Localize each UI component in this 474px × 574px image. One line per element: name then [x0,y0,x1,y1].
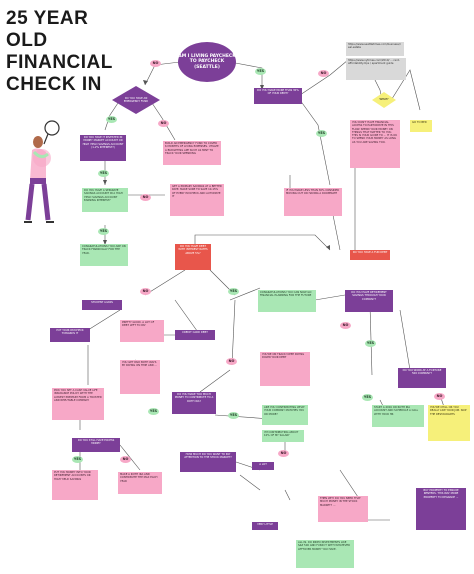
on-track-debt: YOU'RE ON TRACK! KEEP PAYING DOWN YOUR D… [260,352,310,386]
answer-yes: YES [228,288,239,295]
separate-savings-question: DO YOU HAVE A SEPARATE SAVINGS ACCOUNT I… [82,188,128,212]
chill-job: YOU'RE CHILL OR YOU REALLY LIKE YOUR JOB… [428,405,470,441]
what-decision: WHAT? [372,92,396,108]
retirement-accounts-advice: PUT YOU MONEY INTO YOUR RETIREMENT ACCOU… [52,470,98,500]
life-insurance: PICK YOU SET A CASH VALUE LIFE INSURANCE… [52,388,104,420]
get-savings-advice: GET A PRIMARY SAVINGS AT A BETTER RATE. … [170,184,224,216]
build-roth: MAKE A ROTH IRA AND CONTRIBUTE THE MAX E… [118,472,162,494]
answer-no: NO [318,70,329,77]
answer-yes: YES [98,170,109,177]
debt-question: DO YOU HAVE DEBT WITH INTEREST RATES ABO… [175,244,211,270]
buy-property: BUY PROPERTY TO ENSURE RENTERS. THIS WAY… [416,488,466,530]
answer-yes: YES [316,130,327,137]
answer-no: NO [278,450,289,457]
student-loans: STUDENT LOANS [82,300,122,310]
pretty-good: PRETTY GOOD. A LOT OF DEBT LEFT TO PAY [120,320,164,342]
answer-yes: YES [106,116,117,123]
answer-yes: YES [255,68,266,75]
fun-debt: DO YOU HAVE A FUN DEBT [350,250,390,260]
contributing-amount: I'M CONTRIBUTING ABOUT 10% OF MY SALARY [262,430,304,442]
all-in-index: ALL IN. DO INDEX INVESTMENTS LIKE S&P 50… [296,540,354,568]
rent-question: DO YOU MAKE MORE THAN 30% OF YOUR RENT? [254,88,302,104]
work-at-fortune: DO YOU WORK AT A FORTUNE 500 COMPANY? [398,368,446,388]
answer-yes: YES [148,408,159,415]
person-illustration [24,120,60,223]
article-links: https://www.nytimes.com/2019/ ... rent-a… [346,58,406,80]
very-little: VERY LITTLE [252,522,278,530]
excess-money-question: DO YOU STILL HAVE EXCESS MONEY [72,438,120,452]
then-why-advice: THEN WHY DO YOU NEED THAT MUCH MONEY IN … [318,496,368,522]
contribute-roth-question: DO YOU MAKE TOO MUCH MONEY TO CONTRIBUTE… [172,392,216,414]
start-node: AM I LIVING PAYCHECK TO PAYCHECK (SEATTL… [178,42,236,82]
contributing-match: ARE YOU CONTRIBUTING WHAT YOUR COMPANY M… [262,405,308,425]
answer-yes: YES [98,228,109,235]
credit-card-debt: CREDIT CARD DEBT [175,330,215,340]
congratulations-on-track: CONGRATULATIONS! YOU ARE ON TRACK FINANC… [80,244,128,266]
seattle-times-link: https://www.seattletimes.com/business/re… [346,42,404,56]
answer-yes: YES [365,340,376,347]
retirement-question: DO YOU HAVE RETIREMENT SAVINGS THROUGH Y… [345,290,393,312]
answer-no: NO [140,194,151,201]
pay-off-debt: YOU GET PAID BOTH WAYS BY PAYING ON TIME… [120,360,160,394]
title-line-4: CHECK IN [6,74,102,95]
answer-yes: YES [228,412,239,419]
a-lot: A LOT [252,462,274,470]
answer-no: NO [226,358,237,365]
answer-no: NO [120,456,131,463]
start-401k: START A 401K OR ROTH IRA ACCOUNT AND SCH… [372,405,424,427]
answer-no: NO [140,288,151,295]
answer-no: NO [340,322,351,329]
stock-market-question: HOW MUCH DO YOU WANT TO PAY ATTENTION TO… [180,452,236,472]
page-title: 25 YEAR OLD FINANCIAL CHECK IN [6,8,113,96]
answer-no: NO [158,120,169,127]
dont-think-advice: YOU DON'T HAVE FINANCIAL ACCESS TO PARTI… [350,120,400,168]
go-to-bed: GO TO BED [410,120,432,132]
answer-no: NO [150,60,161,67]
invested-question: DO YOU HAVE IT INVESTED IN MONEY MARKET … [80,135,126,161]
emergency-fund-decision: DO YOU HAVE AN EMERGENCY FUND [112,86,160,114]
rent-advice: IF YOU MAKE LESS THAN 30% CONSIDER MOVIN… [284,188,342,216]
congratulations-future: CONGRATULATIONS! YOU CAN NOW GO FINANCIA… [258,290,316,312]
title-line-2: OLD [6,30,48,51]
answer-no: NO [434,393,445,400]
put-toward-it: PUT YOUR PAYCHECK TOWARDS IT [50,328,90,342]
title-line-1: 25 YEAR [6,8,89,29]
answer-yes: YES [72,456,83,463]
title-line-3: FINANCIAL [6,52,113,73]
build-emergency-fund: BUILD AN EMERGENCY FUND TO COVER 6 MONTH… [163,141,221,165]
answer-yes: YES [362,394,373,401]
